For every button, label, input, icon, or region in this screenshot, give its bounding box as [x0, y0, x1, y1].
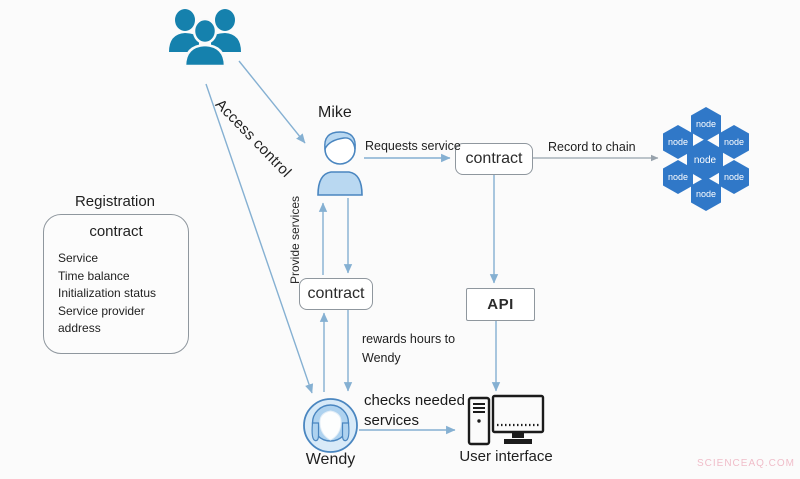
- registration-item: Time balance: [58, 268, 130, 283]
- node-hexagon: node: [691, 107, 721, 141]
- registration-item: Service: [58, 251, 99, 265]
- registration-title: Registration: [74, 193, 156, 210]
- female-avatar-icon: [302, 397, 359, 454]
- registration-item: Service provider address: [58, 303, 145, 336]
- arrow-group-to-mike: [238, 60, 306, 144]
- people-group-icon: [168, 5, 242, 68]
- node-hexagon-center: node: [687, 139, 723, 181]
- checks-needed-label: checks needed services: [364, 391, 465, 430]
- registration-item: Initialization status: [58, 286, 157, 300]
- rewards-label: rewards hours to Wendy: [362, 330, 455, 368]
- male-avatar-icon: [316, 125, 364, 196]
- node-hexagon: node: [719, 160, 749, 194]
- contract-box-mid: contract: [299, 278, 373, 310]
- blockchain-node-cluster: node node node node node node node: [660, 104, 755, 214]
- registration-contract-header: contract: [89, 223, 143, 240]
- contract-box-right: contract: [455, 143, 533, 175]
- checks-label-line2: services: [364, 411, 420, 429]
- requests-service-label: Requests service: [365, 139, 461, 153]
- api-box: API: [466, 288, 535, 321]
- checks-label-line1: checks needed: [364, 392, 465, 409]
- user-interface-label: User interface: [459, 448, 553, 465]
- desktop-computer-icon: [466, 393, 546, 449]
- rewards-label-line1: rewards hours to: [362, 332, 456, 346]
- record-to-chain-label: Record to chain: [548, 140, 636, 154]
- arrow-group-to-wendy: [205, 83, 314, 394]
- node-hexagon: node: [719, 125, 749, 159]
- mike-label: Mike: [318, 104, 352, 121]
- rewards-label-line2: Wendy: [362, 351, 401, 365]
- node-hexagon: node: [691, 177, 721, 211]
- wendy-label: Wendy: [305, 451, 356, 468]
- watermark: SCIENCEAQ.COM: [697, 458, 796, 469]
- registration-contract-box: contract Service Time balance Initializa…: [43, 214, 189, 354]
